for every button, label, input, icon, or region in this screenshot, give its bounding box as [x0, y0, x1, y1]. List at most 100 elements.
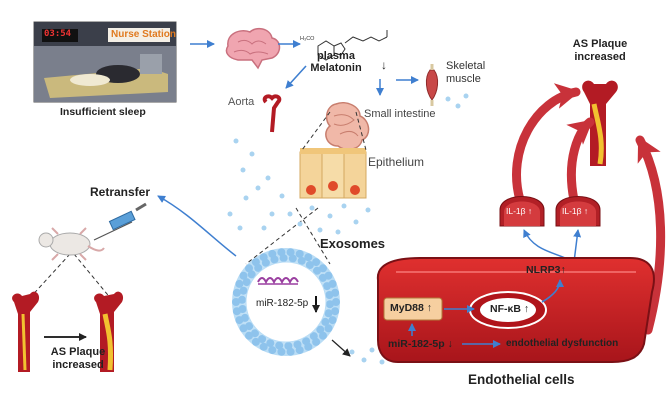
myd88-box — [383, 297, 443, 321]
retransfer-label: Retransfer — [90, 185, 151, 199]
lipid-bead — [332, 298, 340, 306]
clock-readout: 03:54 — [44, 29, 72, 39]
plasma-melatonin-label: plasma Melatonin — [296, 50, 376, 74]
methoxy-group-label: H₃CO — [300, 36, 315, 42]
nfkb-up-arrow: ↑ — [523, 303, 530, 315]
lipid-bead — [325, 291, 334, 299]
lipid-bead — [305, 261, 314, 269]
lipid-bead — [321, 317, 330, 326]
mirna-strand-icon — [257, 277, 299, 285]
lipid-bead — [245, 322, 254, 331]
lipid-bead — [245, 331, 253, 340]
il1b-secretion-left — [499, 196, 545, 227]
aorta-icon — [262, 94, 282, 133]
il1b-right-arrow: ↑ — [583, 206, 589, 216]
aorta-plaque-icon — [94, 291, 124, 372]
lipid-bead — [323, 282, 331, 291]
lipid-bead — [302, 337, 311, 346]
exosome-icon — [232, 248, 340, 356]
lipid-bead — [319, 331, 327, 340]
lipid-bead — [295, 249, 304, 258]
lipid-bead — [238, 295, 247, 304]
lipid-bead — [238, 305, 247, 313]
lipid-bead — [316, 325, 325, 334]
lipid-bead — [232, 288, 241, 297]
epithelium-label: Epithelium — [368, 155, 425, 169]
il1b-right-label: IL-1β ↑ — [562, 206, 588, 216]
lipid-bead — [261, 258, 270, 267]
sleep-scene — [33, 21, 177, 103]
small-intestine-icon — [325, 102, 370, 151]
lipid-bead — [242, 278, 251, 287]
exosome-mirna-label: miR-182-5p — [256, 298, 309, 309]
lipid-bead — [324, 309, 333, 318]
lipid-bead — [275, 341, 284, 350]
lipid-bead — [266, 339, 275, 348]
exosomes-label: Exosomes — [320, 236, 386, 251]
il1b-secretion-right — [555, 196, 601, 227]
skeletal-muscle-icon — [425, 64, 439, 106]
lipid-bead — [239, 286, 248, 295]
brain-icon — [225, 27, 281, 70]
lipid-bead — [284, 341, 293, 350]
il1b-right-text: IL-1β — [562, 206, 582, 216]
lipid-bead — [304, 253, 313, 262]
retransfer-arrow — [157, 195, 237, 257]
nfkb-label: NF-κB ↑ — [490, 303, 529, 315]
lipid-bead — [270, 255, 279, 264]
lipid-bead — [288, 254, 297, 263]
aorta-label: Aorta — [228, 96, 255, 108]
top-plaque-label: AS Plaque increased — [572, 38, 628, 63]
lipid-bead — [331, 307, 340, 316]
lipid-bead — [319, 264, 327, 273]
nfkb-text: NF-κB — [490, 303, 521, 315]
lipid-bead — [254, 263, 263, 272]
skeletal-muscle-label: Skeletal muscle — [446, 60, 486, 85]
melatonin-to-aorta-arrow — [285, 65, 307, 89]
mouse-icon — [38, 227, 105, 261]
melatonin-down-arrow: ↓ — [381, 58, 387, 72]
nlrp3-up-arrow: ↑ — [560, 264, 566, 276]
il1b-left-arrow: ↑ — [527, 206, 533, 216]
lipid-bead — [259, 342, 268, 351]
nfkb-to-nlrp3-arrow — [541, 279, 564, 303]
myd88-text: MyD88 — [390, 302, 424, 314]
lipid-bead — [258, 335, 267, 343]
released-vesicles — [227, 93, 469, 365]
lipid-bead — [251, 329, 259, 338]
lipid-bead — [235, 279, 244, 288]
aorta-normal-icon — [12, 291, 40, 372]
lipid-bead — [268, 346, 277, 355]
small-intestine-label: Small intestine — [364, 108, 436, 120]
lipid-bead — [277, 347, 286, 356]
endothelial-cell-icon — [376, 257, 655, 363]
exosome-release-arrow — [331, 339, 351, 357]
lipid-bead — [239, 271, 248, 280]
lipid-bead — [279, 254, 288, 263]
nlrp3-to-il1b-right-arrow — [573, 229, 582, 263]
endothelial-dysfunction-label: endothelial dysfunction — [506, 338, 619, 349]
myd88-label: MyD88 ↑ — [390, 302, 432, 314]
melatonin-molecule-icon — [317, 30, 388, 61]
lipid-bead — [324, 324, 333, 333]
endothelial-cells-label: Endothelial cells — [468, 372, 575, 387]
wall-clock — [42, 29, 78, 42]
lipid-bead — [293, 340, 302, 349]
syringe-icon — [93, 202, 147, 241]
epithelium-icon — [299, 148, 367, 199]
lipid-bead — [312, 258, 321, 267]
left-plaque-label: AS Plaque increased — [50, 346, 106, 371]
lipid-bead — [247, 270, 256, 279]
lipid-bead — [241, 313, 249, 322]
nurse-station-label: Nurse Station — [111, 29, 177, 40]
lipid-bead — [245, 264, 253, 273]
nlrp3-label: NLRP3↑ — [526, 264, 566, 276]
lipid-bead — [251, 337, 260, 346]
nurse-station-sign — [108, 28, 170, 42]
inflammation-arrows — [512, 83, 666, 335]
cell-mirna-text: miR-182-5p — [388, 338, 445, 350]
lipid-bead — [232, 298, 240, 306]
il1b-left-text: IL-1β — [506, 206, 526, 216]
